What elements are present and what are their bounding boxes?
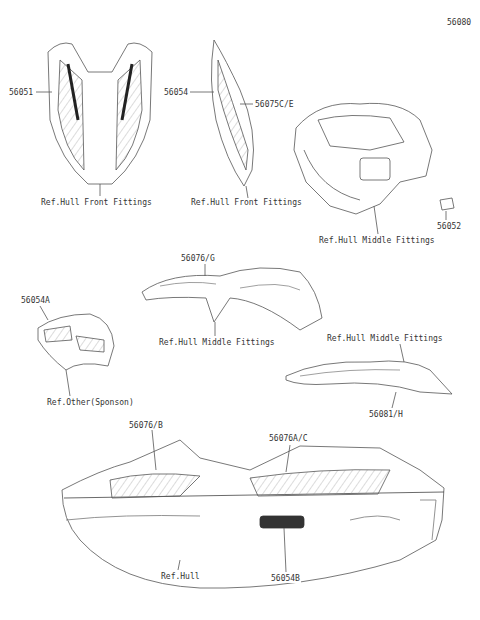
reference-note: Ref.Hull Front Fittings	[190, 198, 303, 207]
callout-number: 56054A	[20, 296, 51, 305]
callout-number: 56051	[8, 88, 34, 97]
callout-number: 56076A/C	[268, 434, 309, 443]
callout-number: 56052	[436, 222, 462, 231]
front-decal-pair	[36, 43, 152, 196]
callout-number: 56075C/E	[254, 100, 295, 109]
callout-number: 56080	[446, 18, 472, 27]
rear-side-decal	[286, 344, 452, 408]
callout-number: 56054B	[270, 574, 301, 583]
reference-note: Ref.Hull Middle Fittings	[326, 334, 444, 343]
deck-fitting	[294, 103, 454, 234]
reference-note: Ref.Hull Middle Fittings	[318, 236, 436, 245]
callout-number: 56054	[163, 88, 189, 97]
reference-note: Ref.Hull Front Fittings	[40, 198, 153, 207]
reference-note: Ref.Hull	[160, 572, 201, 581]
side-front-decal	[190, 40, 254, 198]
hull	[62, 430, 444, 588]
callout-number: 56076/G	[180, 254, 216, 263]
reference-note: Ref.Hull Middle Fittings	[158, 338, 276, 347]
middle-side-decal	[142, 264, 322, 336]
callout-number: 56076/B	[128, 421, 164, 430]
reference-note: Ref.Other(Sponson)	[46, 398, 135, 407]
callout-number: 56081/H	[368, 410, 404, 419]
sponson-decal	[38, 306, 114, 396]
